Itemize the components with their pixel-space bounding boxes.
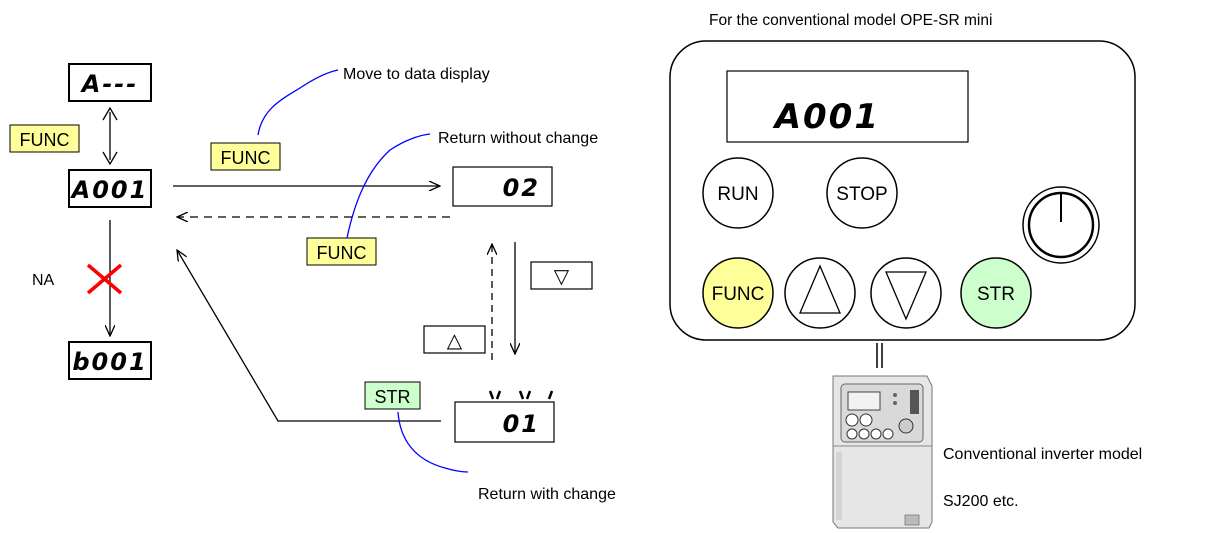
down-key-symbol: ▽ <box>554 266 570 288</box>
callout-return-with-change <box>397 411 469 473</box>
down-button[interactable] <box>870 257 942 329</box>
func-key-left: FUNC <box>9 124 80 153</box>
display-data-02-text: 02 <box>503 174 540 202</box>
callout-move-to-data <box>257 69 339 136</box>
up-key-box: △ <box>423 325 486 354</box>
inverter-label-model: Conventional inverter model <box>943 446 1142 463</box>
run-button[interactable]: RUN <box>702 157 774 229</box>
display-a001: A001 <box>68 169 152 208</box>
operator-panel: A001 RUN STOP FUNC STR <box>669 40 1136 341</box>
up-button[interactable] <box>784 257 856 329</box>
double-arrow-top-head <box>102 106 118 121</box>
panel-display: A001 <box>726 70 969 143</box>
callout-lines <box>257 69 469 473</box>
not-allowed-cross-icon <box>86 263 123 295</box>
display-data-02: 02 <box>452 166 553 207</box>
display-group-a: A--- <box>68 63 152 102</box>
func-key-left-label: FUNC <box>20 130 70 150</box>
triangle-up-icon <box>799 264 841 314</box>
panel-display-text: A001 <box>772 97 880 137</box>
display-b001-text: b001 <box>72 348 147 376</box>
blink-marks-icon <box>488 390 554 400</box>
arrow-return-with-change <box>177 250 441 422</box>
annotation-move-to-data: Move to data display <box>343 66 490 83</box>
display-b001: b001 <box>68 341 152 380</box>
annotation-return-with-change: Return with change <box>478 486 616 503</box>
display-group-a-text: A--- <box>80 70 138 98</box>
inverter-label-series: SJ200 etc. <box>943 493 1019 510</box>
func-key-return: FUNC <box>306 237 377 266</box>
func-key-move-label: FUNC <box>221 148 271 168</box>
panel-title: For the conventional model OPE-SR mini <box>709 12 992 29</box>
up-key-symbol: △ <box>447 330 463 352</box>
str-button-label: STR <box>977 284 1015 305</box>
double-arrow-bottom-head <box>102 151 118 166</box>
display-a001-text: A001 <box>70 176 149 204</box>
triangle-down-icon <box>885 271 927 321</box>
display-data-01-text: 01 <box>503 410 540 438</box>
stop-button[interactable]: STOP <box>826 157 898 229</box>
arrows <box>102 106 515 422</box>
str-button[interactable]: STR <box>960 257 1032 329</box>
callout-return-without-change <box>346 133 431 239</box>
annotation-return-without-change: Return without change <box>438 130 598 147</box>
run-button-label: RUN <box>717 184 758 205</box>
str-key-left-label: STR <box>375 387 411 407</box>
stop-button-label: STOP <box>836 184 887 205</box>
func-button-label: FUNC <box>712 284 765 305</box>
connection-cable <box>876 343 883 368</box>
func-key-return-label: FUNC <box>317 243 367 263</box>
down-key-box: ▽ <box>530 261 593 290</box>
na-label: NA <box>32 272 55 289</box>
inverter-illustration <box>832 375 933 529</box>
func-key-move: FUNC <box>210 142 281 171</box>
potentiometer-knob-icon[interactable] <box>1022 186 1100 264</box>
display-data-01: 01 <box>454 390 555 443</box>
str-key-left: STR <box>364 381 421 410</box>
func-button[interactable]: FUNC <box>702 257 774 329</box>
